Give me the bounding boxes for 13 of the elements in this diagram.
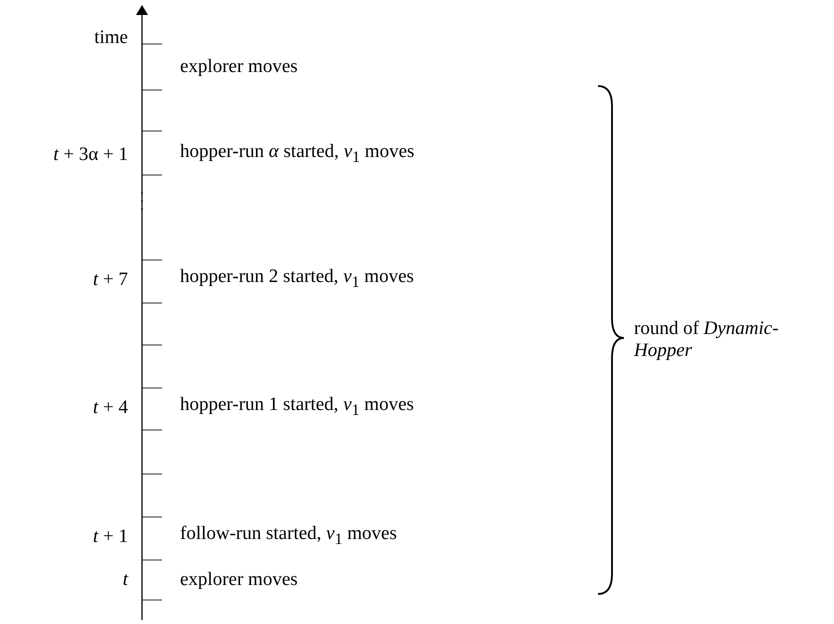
time-label: t + 4 [93,397,128,419]
brace-label: round of Dynamic-Hopper [634,318,780,362]
time-label: t [122,569,128,591]
time-label: t + 1 [93,526,128,548]
event-label: explorer moves [180,56,298,78]
axis-label: time [94,27,128,49]
time-label: t + 3α + 1 [53,144,128,166]
event-label: hopper-run α started, v$_{1}$ moves [180,141,414,168]
event-label: hopper-run 2 started, v$_{1}$ moves [180,266,414,293]
event-label: explorer moves [180,569,298,591]
event-label: follow-run started, v$_{1}$ moves [180,523,397,550]
time-label: t + 7 [93,269,128,291]
event-label: hopper-run 1 started, v$_{1}$ moves [180,394,414,421]
